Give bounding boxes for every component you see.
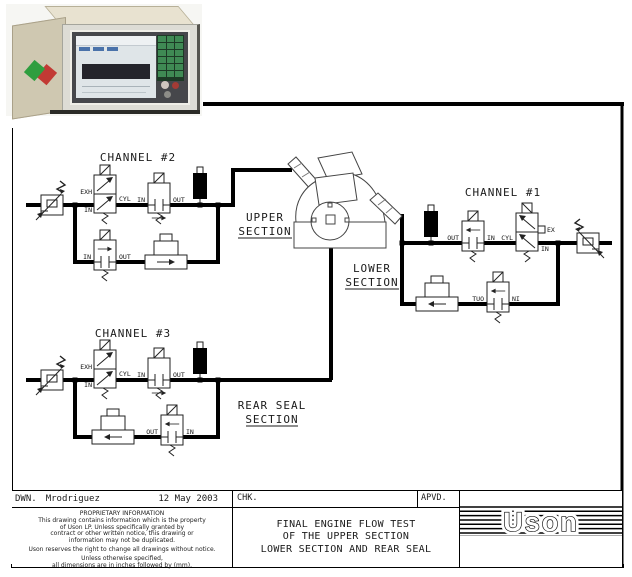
port-label: CYL — [501, 234, 513, 242]
port-label: IN — [137, 371, 145, 379]
drawing-title: FINAL ENGINE FLOW TEST OF THE UPPER SECT… — [233, 508, 460, 567]
instrument-keypad — [157, 35, 184, 81]
port-label: OUT — [447, 234, 459, 242]
proprietary-line: information may not be duplicated. — [68, 537, 176, 545]
logo-divider — [460, 535, 622, 536]
drawn-by-name: Mrodriguez — [45, 494, 100, 504]
proprietary-line: Unless otherwise specified, — [81, 554, 163, 562]
drawn-by-cell: DWN. Mrodriguez 12 May 2003 — [12, 491, 233, 508]
regulator-symbol — [35, 180, 66, 221]
port-label: IN — [83, 253, 91, 261]
engine-right-hose — [369, 192, 403, 225]
instrument-photo — [6, 4, 202, 120]
channel3-title: CHANNEL #3 — [95, 327, 171, 340]
uson-logo: Uson Uson — [460, 505, 622, 537]
pilot-valve-symbol — [515, 202, 539, 263]
screen-bargraph — [82, 64, 150, 79]
port-label: OUT — [173, 371, 185, 379]
engine-drawing — [287, 151, 403, 249]
port-label: IN — [186, 428, 194, 436]
channel2-group: CHANNEL #2 EXH CYL IN IN OUT IN OUT — [35, 151, 221, 282]
pilot-valve-symbol — [93, 339, 117, 400]
proprietary-line: all dimensions are in inches followed by… — [52, 561, 192, 569]
proprietary-line: Uson reserves the right to change all dr… — [28, 545, 216, 553]
accumulator-symbol — [423, 204, 439, 244]
pilot-valve-symbol — [93, 164, 117, 225]
channel3-group: CHANNEL #3 EXH CYL IN IN OUT OUT IN — [35, 327, 221, 457]
port-label: OUT — [173, 196, 185, 204]
screen-toolbar — [76, 36, 156, 51]
port-label: EXH — [80, 363, 92, 371]
port-label: IN — [487, 234, 495, 242]
proprietary-notice: PROPRIETARY INFORMATION This drawing con… — [12, 508, 233, 569]
port-label: EXH — [80, 188, 92, 196]
supply-valve-symbol — [461, 210, 485, 263]
return-valve-symbol — [486, 271, 510, 324]
return-valve-symbol — [93, 229, 117, 282]
port-label: EX — [547, 226, 555, 234]
proprietary-line: contract or other written notice, this d… — [50, 530, 194, 538]
return-valve-symbol — [160, 404, 184, 457]
channel2-title: CHANNEL #2 — [100, 151, 176, 164]
regulator-symbol — [574, 218, 605, 259]
port-label: IN — [137, 196, 145, 204]
drawing-title-line: OF THE UPPER SECTION — [282, 531, 410, 543]
apvd-label: APVD. — [421, 493, 447, 503]
flow-sensor-symbol — [91, 408, 135, 445]
port-label: NI — [512, 295, 520, 303]
instrument-bezel — [70, 30, 190, 105]
upper-section-label: UPPER — [246, 211, 284, 224]
uson-logo-text: Uson — [503, 507, 579, 537]
port-label: TUO — [472, 295, 484, 303]
instrument-buttons — [159, 80, 183, 100]
rear-seal-section-label: SECTION — [245, 413, 298, 426]
port-label: OUT — [119, 253, 131, 261]
proprietary-heading: PROPRIETARY INFORMATION — [79, 510, 165, 517]
uson-logo-halo: Uson — [503, 507, 579, 537]
lower-section-label: SECTION — [345, 276, 398, 289]
drawing-date: 12 May 2003 — [158, 494, 218, 504]
drawing-title-line: FINAL ENGINE FLOW TEST — [276, 518, 416, 530]
section-labels: UPPER SECTION LOWER SECTION REAR SEAL SE… — [238, 211, 399, 427]
lower-section-label: LOWER — [353, 262, 391, 275]
dwn-label: DWN. — [15, 494, 37, 504]
instrument-front-panel — [62, 24, 200, 114]
title-block: DWN. Mrodriguez 12 May 2003 CHK. APVD. P… — [12, 490, 622, 569]
accumulator-symbol — [192, 341, 208, 381]
port-label: IN — [84, 206, 92, 214]
supply-valve-symbol — [147, 347, 171, 400]
supply-valve-symbol — [147, 172, 171, 225]
proprietary-line: of Uson LP. Unless specifically granted … — [59, 523, 185, 531]
instrument-screen — [76, 36, 156, 98]
uson-logo-cell: Uson Uson — [460, 491, 622, 567]
port-label: CYL — [119, 370, 131, 378]
checked-by-cell: CHK. — [233, 491, 418, 508]
chk-label: CHK. — [237, 493, 258, 503]
flow-sensor-symbol — [144, 233, 188, 270]
upper-section-label: SECTION — [238, 225, 291, 238]
port-label: IN — [84, 381, 92, 389]
flow-sensor-symbol — [415, 275, 459, 312]
photo-shadow — [50, 110, 200, 114]
proprietary-line: This drawing contains information which … — [38, 516, 206, 524]
drawing-title-line: LOWER SECTION AND REAR SEAL — [260, 543, 432, 555]
port-label: IN — [541, 245, 549, 253]
regulator-symbol — [35, 355, 66, 396]
channel1-title: CHANNEL #1 — [465, 186, 541, 199]
port-label: OUT — [146, 428, 158, 436]
rear-seal-section-label: REAR SEAL — [238, 399, 307, 412]
accumulator-symbol — [192, 166, 208, 206]
approved-by-cell: APVD. — [418, 491, 460, 508]
port-label: CYL — [119, 195, 131, 203]
channel1-group: CHANNEL #1 OUT IN CYL EX IN TUO NI — [399, 186, 605, 324]
